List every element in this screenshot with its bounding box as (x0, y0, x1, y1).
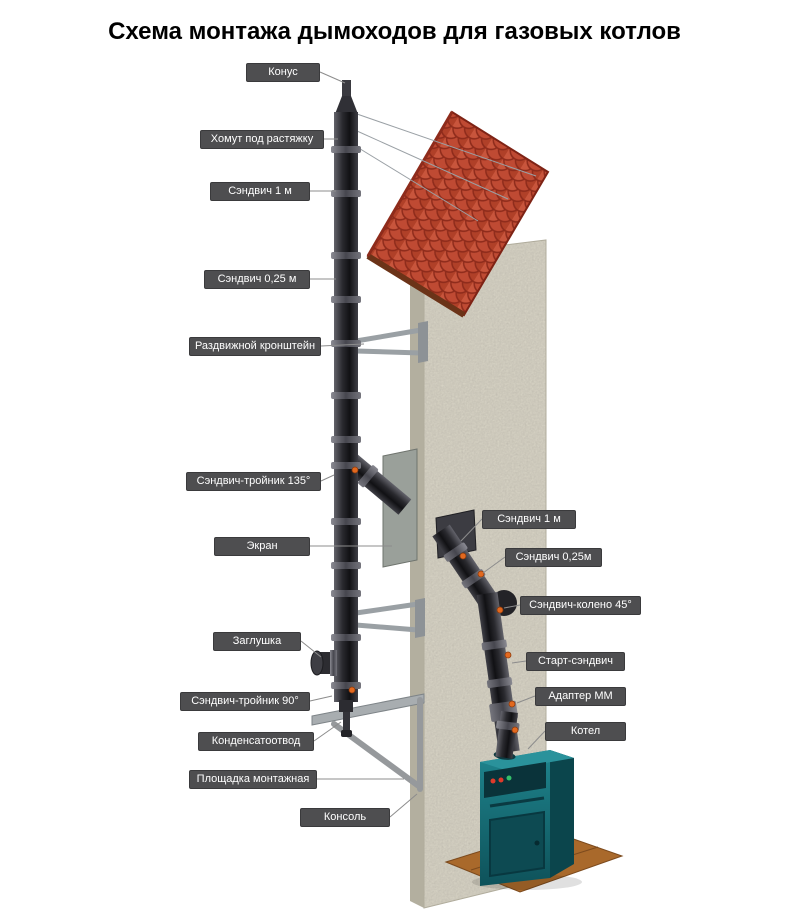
callout-adapter-mm: Адаптер ММ (535, 687, 626, 706)
guy-wires (356, 113, 537, 222)
callout-sandwich-025m: Сэндвич 0,25 м (204, 270, 310, 289)
callout-r-sandwich-025m: Сэндвич 0,25м (505, 548, 602, 567)
callout-guy-clamp: Хомут под растяжку (200, 130, 324, 149)
callout-condensate-drain: Конденсатоотвод (198, 732, 314, 751)
cone-cap (335, 96, 358, 114)
callout-cap: Заглушка (213, 632, 301, 651)
roof (366, 110, 550, 318)
callout-boiler: Котел (545, 722, 626, 741)
callout-r-sandwich-1m: Сэндвич 1 м (482, 510, 576, 529)
callout-screen: Экран (214, 537, 310, 556)
condensate-drain (339, 700, 353, 737)
gas-boiler (472, 750, 582, 890)
indicator-red2 (498, 777, 504, 783)
leader-lines (300, 71, 546, 818)
callout-sandwich-1m: Сэндвич 1 м (210, 182, 310, 201)
indicator-green (506, 775, 512, 781)
callout-mounting-platform: Площадка монтажная (189, 770, 317, 789)
callout-tee-135: Сэндвич-тройник 135° (186, 472, 321, 491)
main-chimney-pipe (331, 80, 361, 702)
joint-pins (348, 466, 519, 734)
callout-start-sandwich: Старт-сэндвич (526, 652, 625, 671)
page-title: Схема монтажа дымоходов для газовых котл… (108, 18, 681, 45)
cap-stub (310, 650, 337, 676)
callout-sliding-bracket: Раздвижной кронштейн (189, 337, 321, 356)
mounting-platform (311, 693, 425, 726)
callout-elbow-45: Сэндвич-колено 45° (520, 596, 641, 615)
door-handle (534, 840, 540, 846)
sliding-bracket-lower (355, 598, 425, 638)
callout-cone: Конус (246, 63, 320, 82)
callout-tee-90: Сэндвич-тройник 90° (180, 692, 310, 711)
sliding-bracket-upper (355, 321, 428, 363)
indicator-red (490, 778, 496, 784)
boiler-door (489, 810, 545, 878)
callout-console: Консоль (300, 808, 390, 827)
boiler-control-panel (484, 762, 546, 798)
